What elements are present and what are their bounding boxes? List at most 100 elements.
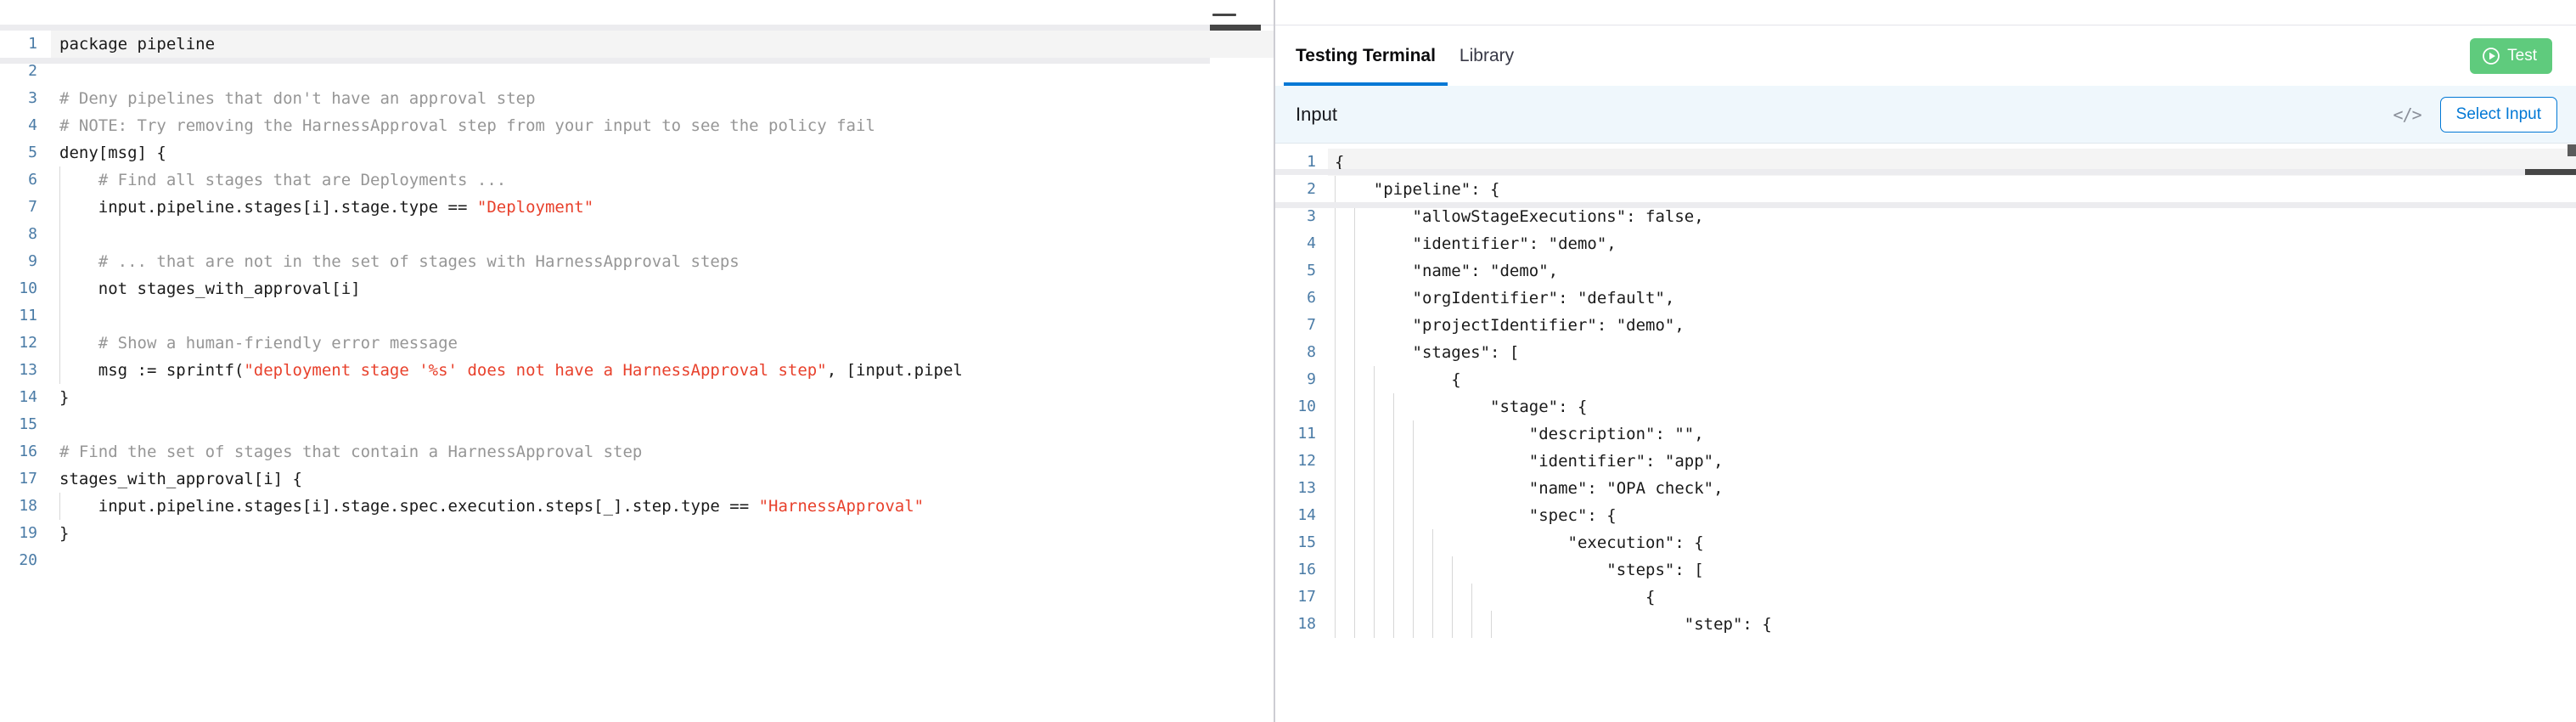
code-token-plain: not stages_with_approval[i] — [59, 279, 361, 298]
indent-guide — [1393, 556, 1394, 584]
minimize-icon[interactable] — [1212, 14, 1236, 16]
editor-top-strip — [0, 0, 1274, 25]
indent-guide — [1471, 584, 1472, 611]
editor-code-line[interactable]: # Deny pipelines that don't have an appr… — [51, 85, 1274, 112]
json-token: { — [1335, 588, 1656, 606]
indent-guide — [1374, 475, 1375, 502]
editor-code-line[interactable] — [51, 411, 1274, 438]
code-token-plain: } — [59, 388, 70, 407]
editor-code-line[interactable]: input.pipeline.stages[i].stage.spec.exec… — [51, 493, 1274, 520]
indent-guide — [59, 166, 60, 194]
indent-guide — [1335, 611, 1336, 638]
test-button[interactable]: Test — [2470, 37, 2552, 74]
json-code-line[interactable]: "spec": { — [1328, 502, 2576, 529]
code-token-comment: # NOTE: Try removing the HarnessApproval… — [59, 116, 875, 135]
editor-line-number: 9 — [28, 252, 37, 270]
editor-code-line[interactable]: deny[msg] { — [51, 139, 1274, 166]
json-code-line[interactable]: "identifier": "app", — [1328, 448, 2576, 475]
select-input-button[interactable]: Select Input — [2439, 96, 2557, 133]
json-code-area[interactable]: { "pipeline": { "allowStageExecutions": … — [1328, 144, 2576, 722]
json-code-line[interactable]: "projectIdentifier": "demo", — [1328, 312, 2576, 339]
indent-guide — [1413, 611, 1414, 638]
editor-code-line[interactable]: # Find the set of stages that contain a … — [51, 438, 1274, 465]
editor-code-line[interactable]: } — [51, 384, 1274, 411]
json-code-line[interactable]: "stage": { — [1328, 393, 2576, 420]
indent-guide — [1393, 420, 1394, 448]
editor-code-line[interactable]: stages_with_approval[i] { — [51, 465, 1274, 493]
indent-guide — [1374, 366, 1375, 393]
json-code-line[interactable]: { — [1328, 584, 2576, 611]
editor-code-line[interactable]: package pipeline — [51, 31, 1274, 58]
indent-guide — [1354, 230, 1355, 257]
indent-guide — [1374, 556, 1375, 584]
editor-code-line[interactable]: } — [51, 520, 1274, 547]
editor-code-line[interactable]: not stages_with_approval[i] — [51, 275, 1274, 302]
indent-guide — [1354, 312, 1355, 339]
json-horizontal-scrollbar-thumb[interactable] — [2525, 169, 2576, 175]
editor-line-number: 7 — [28, 198, 37, 216]
editor-horizontal-scrollbar-thumb[interactable] — [1210, 25, 1261, 31]
indent-guide — [1413, 556, 1414, 584]
indent-guide — [1354, 475, 1355, 502]
json-code-line[interactable]: { — [1328, 366, 2576, 393]
json-code-line[interactable]: "steps": [ — [1328, 556, 2576, 584]
json-code-line[interactable]: "execution": { — [1328, 529, 2576, 556]
editor-horizontal-scrollbar-track[interactable] — [0, 25, 1210, 31]
editor-code-line[interactable]: # ... that are not in the set of stages … — [51, 248, 1274, 275]
indent-guide — [1413, 529, 1414, 556]
indent-guide — [1374, 393, 1375, 420]
json-code-line[interactable]: "allowStageExecutions": false, — [1328, 203, 2576, 230]
indent-guide — [59, 357, 60, 384]
indent-guide — [1413, 475, 1414, 502]
editor-code-line[interactable]: input.pipeline.stages[i].stage.type == "… — [51, 194, 1274, 221]
editor-code-line[interactable]: # Show a human-friendly error message — [51, 330, 1274, 357]
indent-guide — [1413, 584, 1414, 611]
code-brackets-icon[interactable]: </> — [2393, 104, 2422, 125]
indent-guide — [1354, 529, 1355, 556]
editor-code-line[interactable]: # Find all stages that are Deployments .… — [51, 166, 1274, 194]
tab-testing-terminal[interactable]: Testing Terminal — [1284, 25, 1448, 87]
indent-guide — [1335, 393, 1336, 420]
json-code-line[interactable]: "step": { — [1328, 611, 2576, 638]
json-token: "step": { — [1335, 615, 1772, 634]
json-code-line[interactable]: "name": "OPA check", — [1328, 475, 2576, 502]
indent-guide — [1452, 584, 1453, 611]
terminal-tabs-bar: Testing Terminal Library Test — [1275, 25, 2576, 87]
json-line-number: 3 — [1307, 207, 1316, 225]
editor-code-line[interactable]: msg := sprintf("deployment stage '%s' do… — [51, 357, 1274, 384]
editor-code-line[interactable]: # NOTE: Try removing the HarnessApproval… — [51, 112, 1274, 139]
code-token-string: "HarnessApproval" — [758, 497, 925, 516]
json-code-line[interactable]: "name": "demo", — [1328, 257, 2576, 285]
json-horizontal-scrollbar-track[interactable] — [1275, 169, 2576, 175]
json-secondary-scrollbar-track[interactable] — [1275, 202, 2576, 208]
json-vertical-scrollbar-thumb[interactable] — [2568, 144, 2576, 156]
code-token-plain: input.pipeline.stages[i].stage.spec.exec… — [59, 497, 759, 516]
tab-library[interactable]: Library — [1448, 25, 1526, 87]
editor-line-number: 2 — [28, 62, 37, 80]
indent-guide — [59, 330, 60, 357]
indent-guide — [1354, 448, 1355, 475]
json-line-number: 9 — [1307, 370, 1316, 388]
editor-code-line[interactable] — [51, 302, 1274, 330]
json-token: "name": "demo", — [1335, 262, 1559, 280]
json-code-line[interactable]: "identifier": "demo", — [1328, 230, 2576, 257]
indent-guide — [1354, 420, 1355, 448]
indent-guide — [1452, 611, 1453, 638]
indent-guide — [1335, 339, 1336, 366]
indent-guide — [1335, 312, 1336, 339]
json-code-line[interactable]: "orgIdentifier": "default", — [1328, 285, 2576, 312]
editor-code-area[interactable]: package pipeline # Deny pipelines that do… — [51, 25, 1274, 722]
pane-splitter[interactable] — [1274, 0, 1275, 722]
editor-code-line[interactable] — [51, 221, 1274, 248]
code-token-plain: stages_with_approval[i] { — [59, 470, 302, 488]
editor-secondary-scrollbar-track[interactable] — [0, 58, 1210, 64]
editor-line-number: 14 — [19, 388, 37, 406]
indent-guide — [1413, 448, 1414, 475]
json-code-line[interactable]: "description": "", — [1328, 420, 2576, 448]
editor-code-line[interactable] — [51, 547, 1274, 574]
json-code-line[interactable]: "stages": [ — [1328, 339, 2576, 366]
json-code-line[interactable]: "pipeline": { — [1328, 176, 2576, 203]
